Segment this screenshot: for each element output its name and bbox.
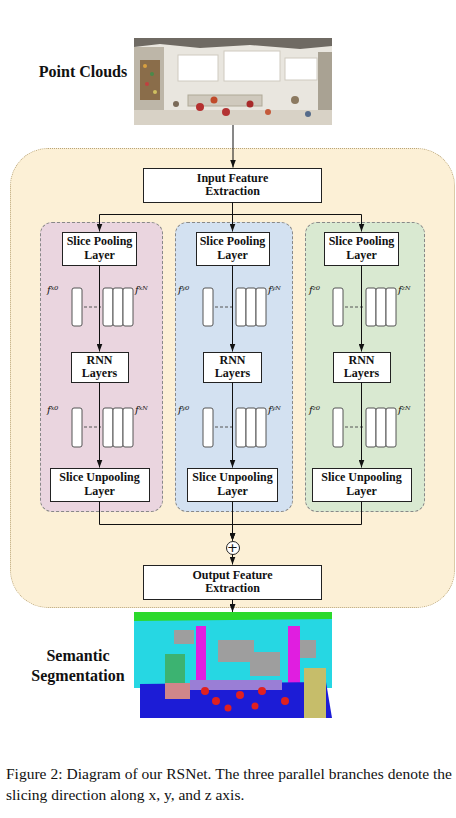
box-label: Slice Pooling Layer <box>63 235 136 262</box>
box-label: Slice Unpooling Layer <box>188 471 277 498</box>
process-box: RNN Layers <box>203 352 262 383</box>
box-label: Output Feature Extraction <box>173 569 293 596</box>
sum-node: + <box>226 541 240 555</box>
box-label: Slice Pooling Layer <box>325 235 398 262</box>
sum-symbol: + <box>227 542 238 554</box>
process-box: RNN Layers <box>71 352 129 383</box>
point-cloud-image <box>134 38 332 125</box>
process-box: Slice Pooling Layer <box>196 232 270 266</box>
process-box: Slice Unpooling Layer <box>187 468 278 502</box>
module-container: Input Feature ExtractionSlice Pooling La… <box>10 148 455 608</box>
flow-arrow <box>233 502 362 541</box>
figure-caption: Figure 2: Diagram of our RSNet. The thre… <box>6 764 452 806</box>
branch-panel: Slice Pooling LayerRNN LayersSlice Unpoo… <box>40 222 163 512</box>
flow-arrow <box>232 383 233 468</box>
image-node: Semantic Segmentation <box>134 612 332 718</box>
box-label: RNN Layers <box>334 354 390 381</box>
process-box: Slice Unpooling Layer <box>50 468 150 502</box>
process-box: Output Feature Extraction <box>143 565 322 600</box>
process-box: Slice Pooling Layer <box>324 232 399 266</box>
box-label: Slice Unpooling Layer <box>51 471 149 498</box>
image-node: Point Clouds <box>134 38 332 125</box>
flow-arrow <box>99 383 100 468</box>
branch-panel: Slice Pooling LayerRNN LayersSlice Unpoo… <box>175 222 293 512</box>
flow-arrow <box>233 125 234 168</box>
process-box: RNN Layers <box>333 352 391 383</box>
flow-arrow <box>232 600 233 613</box>
flow-arrow <box>232 203 233 232</box>
flow-arrow <box>361 383 362 468</box>
box-label: Slice Pooling Layer <box>197 235 269 262</box>
flow-arrow <box>99 266 100 352</box>
box-label: RNN Layers <box>204 354 261 381</box>
flow-arrow <box>361 266 362 352</box>
flow-arrow <box>233 203 362 232</box>
branch-panel: Slice Pooling LayerRNN LayersSlice Unpoo… <box>305 222 425 512</box>
process-box: Slice Pooling Layer <box>62 232 137 266</box>
image-title: Point Clouds <box>31 62 135 82</box>
flow-arrow <box>100 502 233 541</box>
feature-columns <box>72 288 396 447</box>
flow-arrow <box>232 502 233 541</box>
box-label: Slice Unpooling Layer <box>313 471 411 498</box>
box-label: RNN Layers <box>72 354 128 381</box>
segmentation-image <box>134 612 332 718</box>
flow-arrow <box>232 266 233 352</box>
image-title: Semantic Segmentation <box>22 646 134 686</box>
flow-arrow <box>100 203 233 232</box>
process-box: Slice Unpooling Layer <box>312 468 412 502</box>
process-box: Input Feature Extraction <box>143 168 322 203</box>
box-label: Input Feature Extraction <box>178 172 288 199</box>
flow-arrow <box>232 555 233 565</box>
